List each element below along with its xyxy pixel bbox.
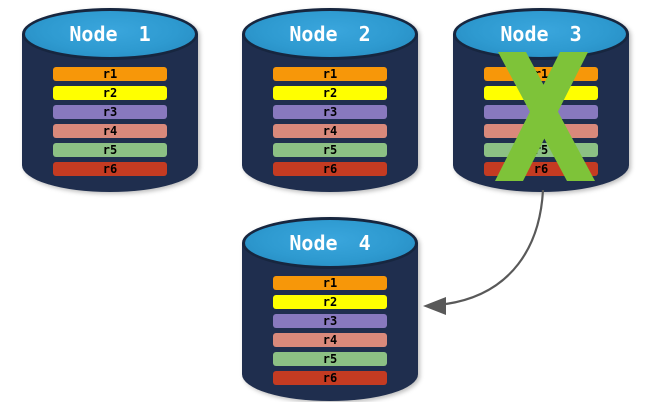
- node-title: Node 4: [289, 231, 371, 255]
- row-r2: r2: [273, 295, 387, 309]
- row-r1: r1: [484, 67, 598, 81]
- cylinder-top: [242, 217, 418, 269]
- db-node-1: Node 1 r1 r2 r3 r4 r5 r6: [22, 8, 198, 192]
- row-r5: r5: [273, 352, 387, 366]
- row-list: r1 r2 r3 r4 r5 r6: [273, 67, 387, 176]
- row-r4: r4: [53, 124, 167, 138]
- row-r3: r3: [53, 105, 167, 119]
- row-r4: r4: [273, 124, 387, 138]
- row-r5: r5: [484, 143, 598, 157]
- cylinder-top: [22, 8, 198, 60]
- failover-arrow: [423, 189, 545, 315]
- row-r1: r1: [273, 276, 387, 290]
- db-node-3: Node 3 r1 r2 r3 r4 r5 r6: [453, 8, 629, 192]
- row-r5: r5: [273, 143, 387, 157]
- row-r5: r5: [53, 143, 167, 157]
- cylinder-top: [242, 8, 418, 60]
- row-r3: r3: [273, 105, 387, 119]
- row-r2: r2: [273, 86, 387, 100]
- row-r6: r6: [484, 162, 598, 176]
- arrowhead-icon: [423, 297, 446, 315]
- node-title: Node 1: [69, 22, 151, 46]
- row-r1: r1: [273, 67, 387, 81]
- node-title: Node 3: [500, 22, 582, 46]
- row-r6: r6: [53, 162, 167, 176]
- row-r6: r6: [273, 371, 387, 385]
- row-r3: r3: [484, 105, 598, 119]
- node-title: Node 2: [289, 22, 371, 46]
- row-r2: r2: [484, 86, 598, 100]
- row-list: r1 r2 r3 r4 r5 r6: [273, 276, 387, 385]
- row-r1: r1: [53, 67, 167, 81]
- row-r4: r4: [484, 124, 598, 138]
- db-node-2: Node 2 r1 r2 r3 r4 r5 r6: [242, 8, 418, 192]
- row-r6: r6: [273, 162, 387, 176]
- row-r3: r3: [273, 314, 387, 328]
- row-list: r1 r2 r3 r4 r5 r6: [53, 67, 167, 176]
- db-node-4: Node 4 r1 r2 r3 r4 r5 r6: [242, 217, 418, 401]
- row-r2: r2: [53, 86, 167, 100]
- row-r4: r4: [273, 333, 387, 347]
- row-list: r1 r2 r3 r4 r5 r6: [484, 67, 598, 176]
